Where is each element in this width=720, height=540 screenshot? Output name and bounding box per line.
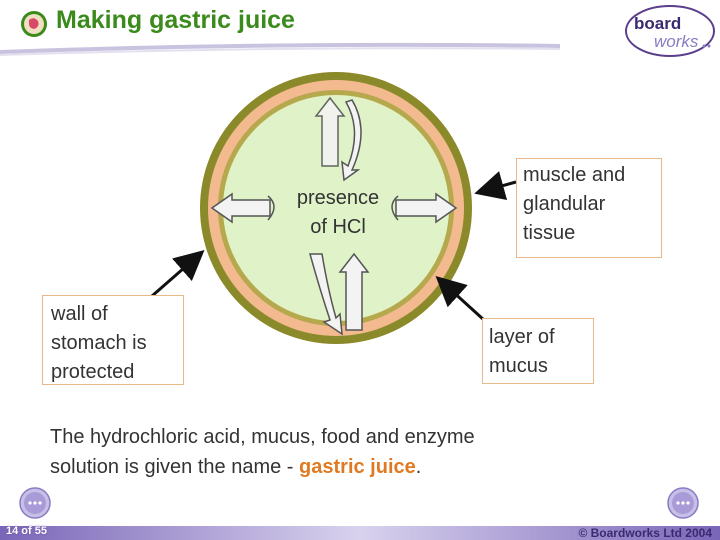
logo-text-bottom: works (654, 32, 699, 51)
mucus-label-line1: layer of (489, 326, 555, 348)
pointer-wall (151, 250, 205, 298)
hcl-label: presence of HCl (268, 184, 408, 242)
caption-line1: The hydrochloric acid, mucus, food and e… (50, 426, 475, 448)
mucus-layer-label: layer of mucus (482, 318, 594, 384)
wall-label-line1: wall of (51, 303, 108, 325)
mucus-label-line2: mucus (489, 355, 548, 377)
bottom-arrows (309, 252, 370, 336)
boardworks-logo: board works (625, 5, 715, 57)
title-bar: Making gastric juice board works (0, 0, 720, 62)
muscle-tissue-label: muscle and glandular tissue (516, 158, 662, 258)
wall-protected-label: wall of stomach is protected (42, 295, 184, 385)
muscle-label-line1: muscle and (523, 164, 626, 186)
page-counter: 14 of 55 (6, 525, 47, 537)
page-title: Making gastric juice (56, 6, 295, 34)
left-arrows (210, 192, 275, 224)
caption-line2-suffix: . (415, 456, 422, 478)
next-slide-button[interactable] (666, 486, 700, 520)
footer-bar (0, 526, 720, 540)
gastric-juice-highlight: gastric juice (299, 456, 416, 478)
right-arrows (391, 192, 458, 224)
copyright-text: © Boardworks Ltd 2004 (578, 526, 712, 540)
wall-label-line2: stomach is (51, 332, 147, 354)
stomach-interior (223, 95, 449, 321)
title-underline (0, 42, 560, 56)
previous-slide-button[interactable] (18, 486, 52, 520)
pointer-mucus (435, 275, 486, 322)
logo-text-top: board (634, 14, 681, 33)
muscle-label-line3: tissue (523, 222, 576, 244)
hcl-label-line1: presence (296, 187, 380, 209)
wall-label-line3: protected (51, 361, 135, 383)
caption-line2: solution is given the name - gastric jui… (50, 452, 650, 482)
muscle-label-line2: glandular (523, 193, 606, 215)
caption: The hydrochloric acid, mucus, food and e… (50, 422, 650, 482)
stomach-icon (21, 11, 47, 37)
pointer-muscle (474, 171, 517, 201)
top-arrows (314, 96, 362, 182)
caption-line2-prefix: solution is given the name - (50, 456, 300, 478)
hcl-label-line2: of HCl (310, 216, 366, 238)
